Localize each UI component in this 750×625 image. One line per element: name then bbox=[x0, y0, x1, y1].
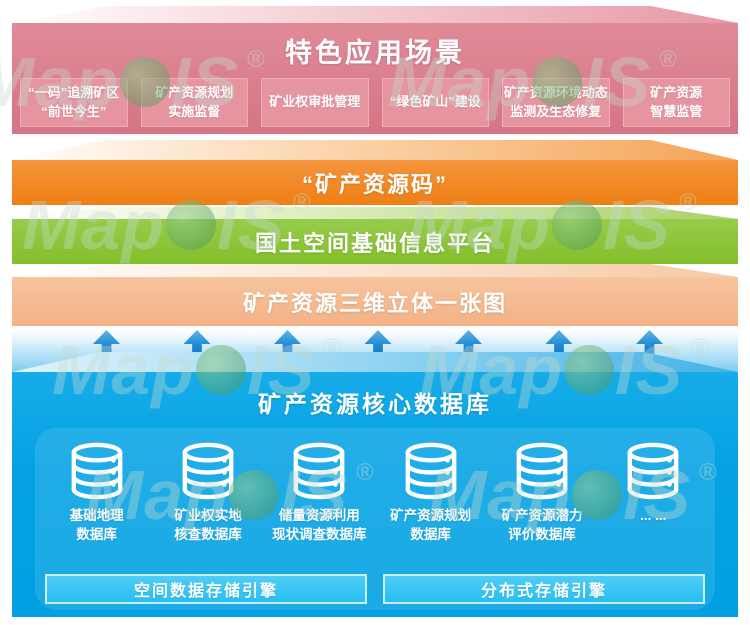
platform-layer-title: 国土空间基础信息平台 bbox=[254, 230, 495, 256]
application-layer-title: 特色应用场景 bbox=[285, 38, 465, 68]
database-label: 矿产资源潜力 评价数据库 bbox=[501, 508, 583, 542]
database-item-resource-planning: 矿产资源规划 数据库 bbox=[375, 442, 486, 545]
database-label: 储量资源利用 现状调查数据库 bbox=[272, 508, 367, 542]
application-item-mine-traceability: “一码”追溯矿区 “前世今生” bbox=[20, 78, 128, 127]
database-layer-title: 矿产资源核心数据库 bbox=[258, 391, 492, 417]
storage-engines-row: 空间数据存储引擎 分布式存储引擎 bbox=[45, 574, 705, 604]
map-layer-top-face bbox=[12, 264, 738, 277]
distributed-storage-engine: 分布式存储引擎 bbox=[383, 574, 705, 604]
database-cylinder-icon bbox=[627, 442, 679, 500]
application-item-green-mine: “绿色矿山”建设 bbox=[381, 78, 489, 127]
application-item-environment-monitoring: 矿产资源环境动态 监测及生态修复 bbox=[502, 78, 610, 127]
code-layer: “矿产资源码” bbox=[12, 160, 738, 205]
map-layer: 矿产资源三维立体一张图 bbox=[12, 277, 738, 326]
database-layer-top-face bbox=[12, 352, 738, 372]
application-layer: 特色应用场景 “一码”追溯矿区 “前世今生” 矿产资源规划 实施监督 矿业权审批… bbox=[12, 23, 738, 134]
application-items-row: “一码”追溯矿区 “前世今生” 矿产资源规划 实施监督 矿业权审批管理 “绿色矿… bbox=[20, 78, 730, 127]
database-cylinder-icon bbox=[293, 442, 345, 500]
database-item-mining-rights-verification: 矿业权实地 核查数据库 bbox=[152, 442, 263, 545]
database-item-resource-potential: 矿产资源潜力 评价数据库 bbox=[486, 442, 597, 545]
spatial-storage-engine: 空间数据存储引擎 bbox=[45, 574, 367, 604]
code-layer-title: “矿产资源码” bbox=[301, 171, 448, 197]
code-layer-top-face bbox=[12, 140, 738, 160]
database-label: ... ... bbox=[640, 508, 667, 523]
platform-layer: 国土空间基础信息平台 bbox=[12, 219, 738, 264]
platform-layer-top-face bbox=[12, 207, 738, 219]
database-item-reserves-survey: 储量资源利用 现状调查数据库 bbox=[264, 442, 375, 545]
database-label: 基础地理 数据库 bbox=[69, 508, 124, 542]
database-grid: 基础地理 数据库 矿业权实地 核查数据库 储 bbox=[41, 442, 709, 545]
map-layer-title: 矿产资源三维立体一张图 bbox=[242, 290, 507, 316]
application-item-planning-supervision: 矿产资源规划 实施监督 bbox=[140, 78, 248, 127]
database-cylinder-icon bbox=[182, 442, 234, 500]
database-panel: 基础地理 数据库 矿业权实地 核查数据库 储 bbox=[35, 428, 715, 610]
database-cylinder-icon bbox=[405, 442, 457, 500]
database-layer: 矿产资源核心数据库 基础地理 数据库 bbox=[12, 372, 738, 617]
database-label: 矿产资源规划 数据库 bbox=[390, 508, 472, 542]
application-item-mining-rights-approval: 矿业权审批管理 bbox=[261, 78, 369, 127]
application-item-smart-supervision: 矿产资源 智慧监管 bbox=[622, 78, 730, 127]
database-cylinder-icon bbox=[71, 442, 123, 500]
database-item-more: ... ... bbox=[598, 442, 709, 545]
database-item-basic-geography: 基础地理 数据库 bbox=[41, 442, 152, 545]
database-label: 矿业权实地 核查数据库 bbox=[174, 508, 242, 542]
application-layer-top-face bbox=[12, 6, 738, 23]
database-cylinder-icon bbox=[516, 442, 568, 500]
